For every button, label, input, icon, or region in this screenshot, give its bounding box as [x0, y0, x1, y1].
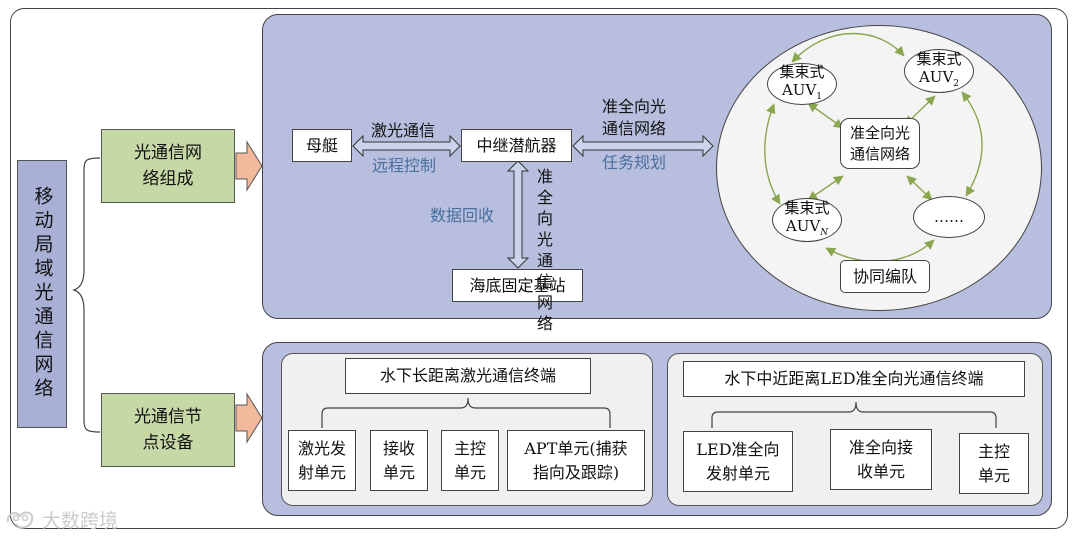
root-node: 移动局域光通信网络 [17, 160, 67, 428]
mission-planning-label: 任务规划 [602, 153, 667, 172]
laser-emitter-line1: 激光发 [297, 438, 346, 458]
link-auv1-center [807, 102, 844, 129]
cluster-center-node: 准全向光 通信网络 [840, 118, 920, 169]
center-label-line1: 准全向光 [849, 123, 910, 142]
led-brace [711, 401, 997, 428]
quasi-right-label-line2: 通信网络 [602, 119, 667, 138]
category-devices-label: 光通信节点设备 [134, 407, 202, 453]
relay-label: 中继潜航器 [476, 135, 557, 155]
quasi-receiver-line1: 准全向接 [848, 437, 913, 457]
root-brace [72, 157, 101, 433]
category-node-devices: 光通信节点设备 [101, 393, 235, 467]
link-auvn-center [807, 175, 844, 201]
auv2-node: 集束式 AUV2 [904, 49, 974, 93]
quasi-down-label: 准全向光通信网络 [537, 167, 554, 333]
led-emitter-line1: LED准全向 [696, 439, 780, 459]
arc-auv2-ellipsis [961, 91, 983, 197]
apt-unit: APT单元(捕获 指向及跟踪) [507, 430, 645, 491]
mothership-node: 母艇 [292, 129, 352, 162]
laser-terminal-title-box: 水下长距离激光通信终端 [345, 358, 591, 394]
quasi-right-label-line1: 准全向光 [602, 97, 667, 116]
formation-label: 协同编队 [852, 266, 917, 286]
led-main-control-unit: 主控 单元 [959, 433, 1029, 494]
led-main-control-line1: 主控 [977, 441, 1010, 461]
auvn-label-bottom: AUVN [785, 216, 829, 238]
laser-terminal-title: 水下长距离激光通信终端 [379, 366, 556, 385]
laser-comm-label: 激光通信 [371, 121, 436, 140]
orange-arrow-devices [235, 392, 263, 444]
link-ellipsis-center [906, 175, 933, 201]
auv1-label-bottom: AUV1 [781, 80, 823, 102]
arc-auv1-auvn [764, 103, 781, 205]
quasi-receiver-line2: 收单元 [856, 461, 905, 481]
category-network-label: 光通信网络组成 [134, 143, 202, 189]
station-label: 海底固定基站 [469, 275, 566, 295]
receiver-unit: 接收 单元 [370, 430, 428, 491]
remote-control-label: 远程控制 [372, 156, 437, 175]
auv1-label-top: 集束式 [779, 62, 825, 81]
category-network-composition: 光通信网络组成 [101, 129, 235, 203]
watermark-logo-icon [6, 511, 34, 528]
mothership-label: 母艇 [305, 135, 338, 155]
orange-arrow-network [235, 140, 263, 192]
receiver-line2: 单元 [382, 462, 415, 482]
root-label: 移动局域光通信网络 [31, 186, 54, 402]
laser-brace [321, 397, 611, 428]
led-terminal-title: 水下中近距离LED准全向光通信终端 [724, 369, 984, 388]
led-emitter-unit: LED准全向 发射单元 [683, 431, 793, 492]
receiver-line1: 接收 [382, 438, 415, 458]
auv1-node: 集束式 AUV1 [767, 63, 837, 105]
center-label-line2: 通信网络 [849, 144, 910, 163]
led-main-control-line2: 单元 [977, 465, 1010, 485]
quasi-receiver-unit: 准全向接 收单元 [830, 429, 932, 490]
laser-main-control-unit: 主控 单元 [441, 430, 499, 491]
laser-emitter-unit: 激光发 射单元 [288, 430, 356, 491]
arrow-laser-link [352, 134, 461, 158]
watermark: 大数跨境 [4, 506, 118, 533]
arc-auv1-auv2 [791, 32, 905, 63]
laser-emitter-line2: 射单元 [297, 462, 346, 482]
formation-label-box: 协同编队 [840, 260, 930, 293]
led-terminal-title-box: 水下中近距离LED准全向光通信终端 [683, 361, 1025, 397]
apt-line1: APT单元(捕获 [524, 438, 628, 458]
auvn-node: 集束式 AUVN [772, 198, 842, 242]
arrow-quasi-right-link [572, 134, 714, 158]
more-auv-node: …… [913, 196, 985, 238]
auvn-label-top: 集束式 [784, 198, 830, 217]
laser-main-control-line2: 单元 [453, 462, 486, 482]
led-emitter-line2: 发射单元 [705, 463, 770, 483]
seabed-station-node: 海底固定基站 [452, 269, 583, 302]
apt-line2: 指向及跟踪) [532, 462, 620, 482]
arc-auvn-ellipsis [825, 239, 935, 263]
watermark-text: 大数跨境 [42, 510, 119, 532]
data-recovery-label: 数据回收 [430, 206, 495, 225]
relay-vehicle-node: 中继潜航器 [461, 129, 572, 162]
arrow-quasi-down-link [506, 160, 530, 269]
ellipsis-label: …… [934, 208, 964, 226]
laser-main-control-line1: 主控 [453, 438, 486, 458]
auv2-label-bottom: AUV2 [918, 67, 960, 89]
auv2-label-top: 集束式 [916, 49, 962, 68]
